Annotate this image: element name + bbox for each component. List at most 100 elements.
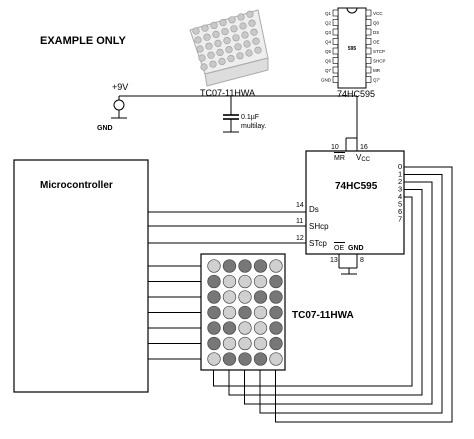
matrix-led — [238, 274, 252, 289]
ic-input-pins: 14 11 12 Ds SHcp STcp — [148, 202, 329, 248]
led-matrix-photo — [189, 9, 269, 87]
ic-drawing-pin-label: GND — [321, 78, 332, 83]
matrix-led — [269, 290, 283, 304]
microcontroller-label: Microcontroller — [40, 180, 113, 191]
ic-drawing-pin — [365, 66, 372, 74]
pin-gnd-label: GND — [348, 245, 364, 252]
ic-output-label: 5 — [398, 200, 402, 209]
matrix-led — [253, 321, 268, 335]
pin-ds-number: 14 — [296, 202, 304, 209]
ic-drawing-pin — [365, 19, 372, 26]
matrix-led — [253, 274, 268, 289]
matrix-led — [207, 321, 221, 335]
photo-led-dot — [239, 22, 247, 30]
ic-drawing-pin-label: Q5 — [325, 49, 332, 54]
ic-drawing-pin-label: Q7' — [373, 78, 380, 83]
matrix-led — [207, 259, 221, 273]
ic-drawing-pin — [365, 28, 372, 36]
ic-drawing-pin — [365, 47, 372, 55]
ic-name: 74HC595 — [335, 181, 378, 192]
photo-led-dot — [203, 33, 211, 41]
matrix-led — [269, 321, 283, 335]
matrix-led — [253, 259, 268, 273]
matrix-led — [269, 352, 283, 366]
photo-led-dot — [205, 42, 213, 50]
photo-led-dot — [227, 54, 235, 63]
ic-drawing-pin — [332, 47, 339, 55]
matrix-led — [207, 290, 221, 304]
matrix-led — [238, 259, 252, 273]
led-photo-caption: TC07-11HWA — [200, 88, 255, 98]
pin-shcp-number: 11 — [296, 218, 303, 225]
ic-drawing-pin-label: DS — [373, 30, 379, 35]
ic-drawing-caption: 74HC595 — [337, 89, 375, 99]
ic-output-label: 0 — [398, 162, 402, 171]
matrix-led — [238, 321, 252, 335]
matrix-led — [222, 336, 237, 351]
matrix-led — [238, 305, 252, 320]
ic-drawing-pin — [332, 9, 339, 17]
matrix-led — [222, 352, 237, 366]
ic-drawing-pin — [332, 19, 339, 26]
example-only-label: EXAMPLE ONLY — [40, 35, 126, 47]
photo-led-dot — [254, 46, 262, 54]
pin-stcp-number: 12 — [296, 235, 304, 242]
ic-drawing-pin — [365, 38, 372, 45]
photo-led-dot — [232, 34, 240, 42]
photo-led-dot — [214, 39, 222, 48]
matrix-led — [269, 274, 283, 289]
matrix-led — [253, 352, 268, 366]
ic-drawing-pin-label: MR — [373, 68, 381, 73]
ic-drawing-pin — [332, 66, 339, 74]
matrix-led — [238, 352, 252, 366]
pin-mr-label: MR — [334, 155, 345, 162]
pin-stcp-label: STcp — [309, 239, 327, 248]
ic-drawing-pin — [332, 76, 339, 83]
output-wire — [228, 189, 423, 396]
ic-drawing-pin — [332, 57, 339, 64]
pin-gnd-number: 8 — [360, 257, 364, 264]
matrix-led — [253, 290, 268, 304]
ic-output-label: 1 — [398, 170, 402, 179]
photo-led-dot — [221, 28, 229, 36]
photo-led-dot — [252, 37, 260, 45]
ic-drawing-pin-label: Q7 — [325, 68, 332, 73]
photo-led-dot — [192, 27, 200, 35]
ic-drawing-pin — [332, 38, 339, 45]
photo-led-dot — [196, 45, 204, 53]
output-wire — [213, 196, 413, 387]
ic-output-label: 2 — [398, 177, 402, 186]
ic-drawing-pin-label: STCP — [373, 49, 385, 54]
capacitor-type: multilay. — [241, 123, 266, 130]
matrix-led — [269, 305, 283, 320]
photo-led-dot — [200, 63, 208, 71]
photo-led-dot — [246, 10, 254, 18]
ic-drawing-pin-label: Q1 — [325, 11, 332, 16]
photo-led-dot — [243, 40, 251, 48]
photo-led-dot — [194, 36, 202, 44]
ic-drawing-pin — [365, 76, 372, 83]
output-wire — [275, 166, 453, 423]
ic-drawing-pin-label: Q6 — [325, 59, 332, 64]
ic-drawing-pin-label: Q2 — [325, 21, 332, 26]
photo-led-dot — [228, 16, 236, 24]
photo-led-dot — [218, 57, 226, 66]
ic-output-wires — [213, 166, 453, 423]
ic-drawing-pin-label: Q3 — [325, 30, 332, 35]
photo-led-dot — [207, 51, 215, 59]
matrix-row-wires — [148, 265, 201, 360]
matrix-led — [269, 336, 283, 351]
matrix-label: TC07-11HWA — [292, 310, 354, 321]
matrix-led — [222, 274, 237, 289]
ic-output-label: 6 — [398, 207, 402, 216]
ic-drawing-pin-label: Q0 — [373, 21, 380, 26]
supply-label: +9V — [112, 82, 128, 92]
photo-led-dot — [198, 54, 206, 62]
photo-led-dot — [241, 31, 249, 39]
matrix-led — [207, 305, 221, 320]
supply-gnd-label: GND — [97, 125, 113, 132]
photo-led-dot — [234, 43, 242, 51]
photo-led-dot — [225, 45, 233, 54]
photo-led-dot — [250, 28, 258, 36]
